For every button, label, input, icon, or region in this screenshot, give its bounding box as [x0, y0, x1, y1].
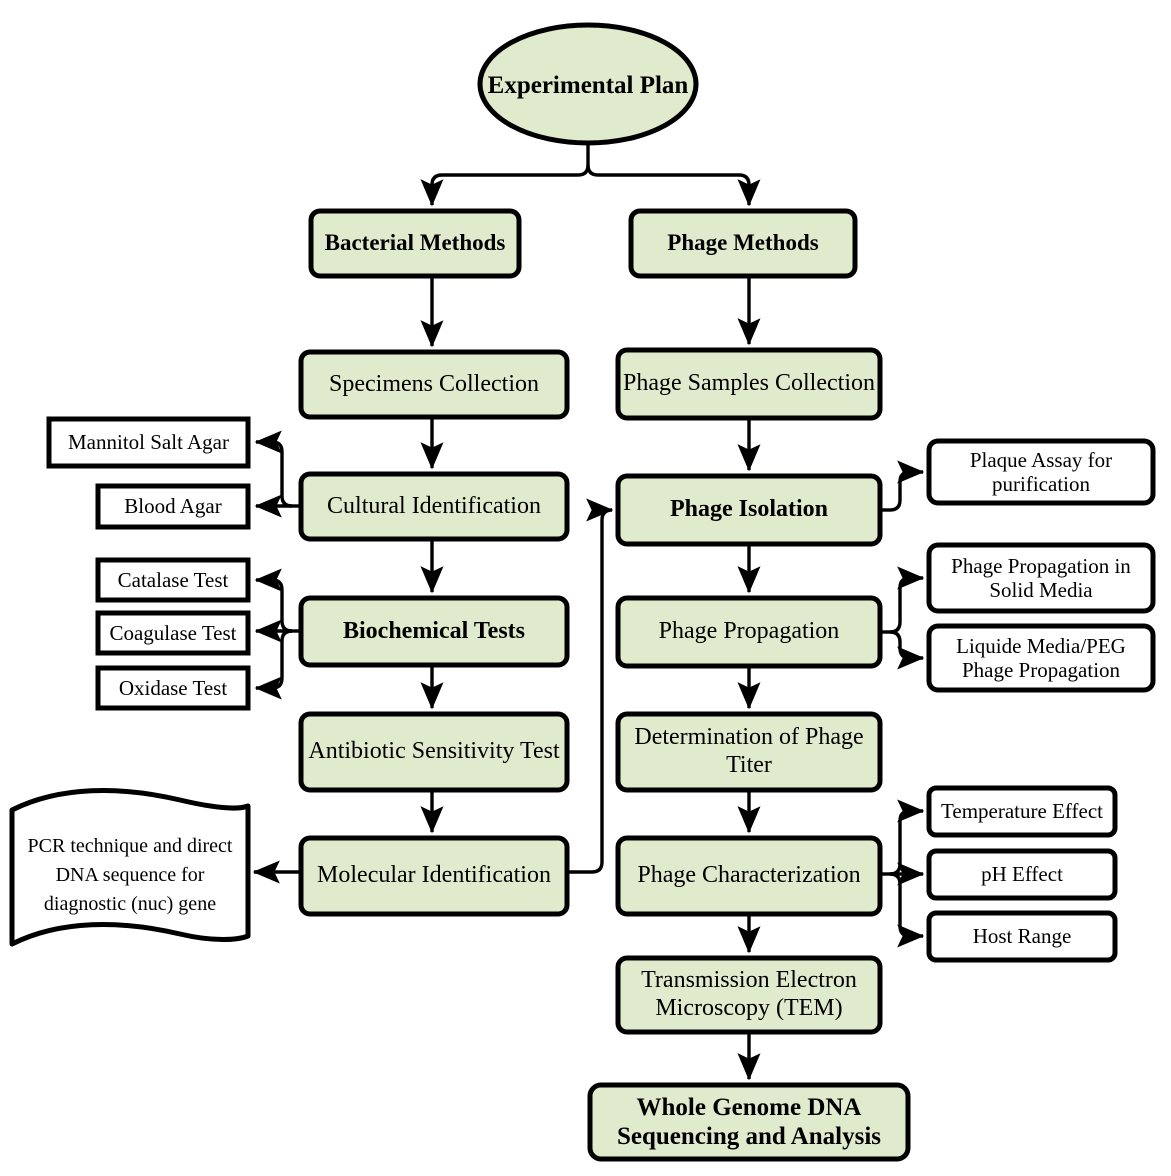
- shape-liquid-media-peg: [926, 623, 1156, 693]
- shape-phage-propagation-solid: [926, 542, 1156, 614]
- shape-temperature-effect: [926, 785, 1118, 838]
- shape-antibiotic-sensitivity-test: [298, 711, 570, 793]
- shape-oxidase-test: [95, 665, 251, 711]
- edge-characterization-host: [889, 872, 925, 948]
- shape-mannitol-salt-agar: [46, 416, 251, 469]
- shape-coagulase-test: [95, 610, 251, 656]
- edge-cultural-mannitol: [254, 430, 293, 508]
- shape-cultural-identification: [298, 471, 570, 542]
- shape-phage-propagation: [615, 595, 883, 669]
- edge-propagation-liquid: [889, 630, 925, 670]
- shape-transmission-electron-microscopy: [615, 955, 883, 1035]
- shape-determination-phage-titer: [615, 711, 883, 793]
- shape-pcr-technique: [9, 788, 251, 947]
- shape-host-range: [926, 910, 1118, 963]
- shape-plaque-assay: [926, 438, 1156, 506]
- shape-experimental-plan: [477, 22, 699, 146]
- shape-phage-methods: [628, 208, 858, 279]
- edge-biochemical-oxidase: [254, 629, 293, 700]
- shape-molecular-identification: [298, 835, 570, 917]
- edge-molecular-phage-isolation: [567, 498, 614, 874]
- edge-plan-split: [420, 143, 590, 207]
- shape-specimens-collection: [298, 349, 570, 420]
- shape-bacterial-methods: [308, 208, 522, 279]
- edge-propagation-solid: [889, 566, 925, 634]
- shape-blood-agar: [95, 483, 251, 530]
- shape-whole-genome-dna: [587, 1082, 911, 1162]
- edge-characterization-temp: [889, 799, 925, 876]
- shape-phage-characterization: [615, 835, 883, 917]
- shape-catalase-test: [95, 557, 251, 603]
- edge-plan-split-right: [586, 164, 761, 207]
- shape-biochemical-tests: [298, 595, 570, 668]
- shape-phage-isolation: [615, 473, 883, 547]
- shape-ph-effect: [926, 848, 1118, 901]
- edge-biochemical-catalase: [254, 568, 293, 633]
- edge-isolation-plaque: [889, 460, 925, 512]
- shape-phage-samples-collection: [615, 347, 883, 421]
